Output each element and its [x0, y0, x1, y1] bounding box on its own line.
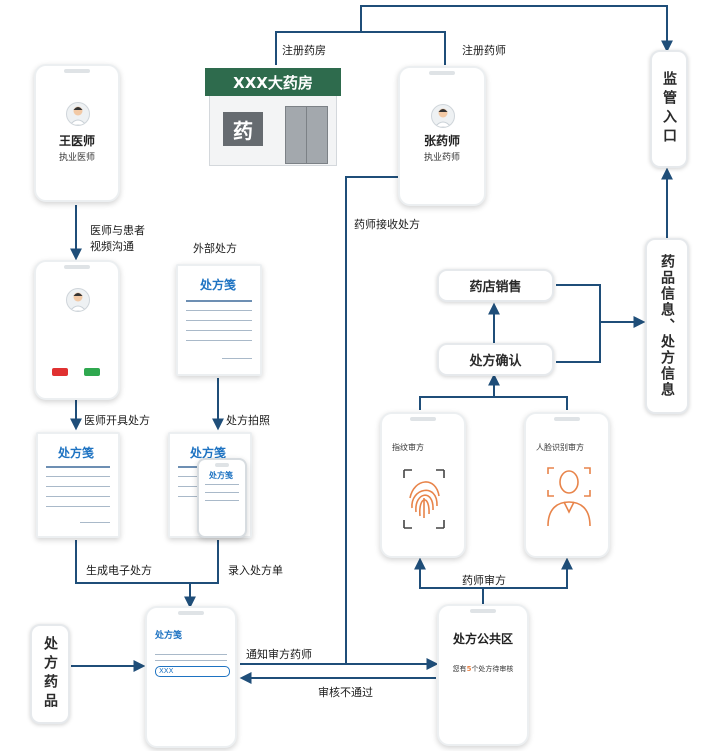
regulator-entry-text: 监管入口: [661, 71, 677, 147]
external-rx-paper: 处方笺: [176, 264, 262, 376]
label-enter-rx: 录入处方单: [228, 564, 283, 577]
store-sales-box[interactable]: 药店销售: [437, 269, 554, 302]
rx-confirm-text: 处方确认: [469, 354, 522, 369]
doctor-title: 执业医师: [58, 153, 95, 163]
pharmacist-phone: 张药师 执业药师: [398, 66, 486, 206]
rx-line: [80, 522, 110, 523]
label-review-fail: 审核不通过: [318, 686, 373, 699]
store-badge-text: 药: [233, 118, 253, 143]
store-badge: 药: [223, 112, 263, 146]
store-door-left: [285, 106, 307, 164]
pharmacist-name: 张药师: [423, 134, 460, 148]
phone-speaker: [470, 609, 496, 613]
hangup-button[interactable]: [52, 368, 68, 376]
face-review-phone: 人脸识别审方: [524, 412, 610, 558]
rx-line: [186, 300, 252, 302]
camera-phone: 处方笺: [197, 458, 247, 538]
entry-rx-title: 处方笺: [155, 631, 183, 641]
pharmacist-avatar: [431, 104, 455, 128]
rx-line: [46, 486, 110, 487]
rx-line: [205, 492, 239, 493]
phone-speaker: [178, 611, 204, 615]
label-register-pharmacist: 注册药师: [462, 44, 506, 57]
label-doctor-issue: 医师开具处方: [84, 414, 150, 427]
drug-info-box: 药品信息、处方信息: [645, 238, 689, 414]
rx-line: [186, 340, 252, 341]
fingerprint-title: 指纹审方: [392, 443, 424, 452]
pending-notice: 您有5个处方待审核: [439, 664, 527, 674]
pharmacist-title: 执业药师: [423, 153, 460, 163]
fingerprint-icon: [403, 469, 445, 529]
pending-prefix: 您有: [452, 665, 467, 673]
store-sign-text: XXX大药房: [233, 73, 313, 92]
store-sign: XXX大药房: [205, 68, 341, 96]
rx-confirm-box[interactable]: 处方确认: [437, 343, 554, 376]
regulator-entry-box[interactable]: 监管入口: [650, 50, 688, 168]
rx-line: [46, 476, 110, 477]
rx-title: 处方笺: [190, 446, 227, 460]
phone-speaker: [429, 71, 455, 75]
rx-line: [186, 330, 252, 331]
drug-info-text: 药品信息、处方信息: [659, 254, 675, 398]
rx-line: [205, 500, 239, 501]
label-rx-photo: 处方拍照: [226, 414, 270, 427]
label-pharmacist-review: 药师审方: [462, 574, 506, 587]
store-sales-text: 药店销售: [469, 280, 522, 295]
doctor-name: 王医师: [58, 134, 95, 148]
rx-line: [46, 496, 110, 497]
phone-speaker: [64, 265, 90, 269]
label-video-call-1: 医师与患者: [90, 224, 145, 237]
rx-line: [222, 358, 252, 359]
label-register-store: 注册药房: [282, 44, 326, 57]
label-notify-pharmacist: 通知审方药师: [246, 648, 312, 661]
rx-line: [155, 654, 227, 655]
doctor-avatar: [66, 102, 90, 126]
face-title: 人脸识别审方: [536, 443, 584, 452]
fingerprint-review-phone: 指纹审方: [380, 412, 466, 558]
label-generate-erx: 生成电子处方: [86, 564, 152, 577]
doctor-phone: 王医师 执业医师: [34, 64, 120, 202]
label-external-rx: 外部处方: [193, 242, 237, 255]
phone-speaker: [215, 463, 229, 467]
issued-rx-paper: 处方笺: [36, 432, 120, 538]
rx-title: 处方笺: [58, 446, 95, 460]
pending-count: 5: [466, 665, 472, 673]
label-video-call-2: 视频沟通: [90, 240, 134, 253]
rx-line: [186, 320, 252, 321]
rx-entry-field[interactable]: XXX: [155, 666, 230, 677]
public-area-phone: 处方公共区 您有5个处方待审核: [437, 604, 529, 746]
pending-suffix: 个处方待审核: [471, 665, 514, 673]
pharmacy-store: XXX大药房 药: [205, 68, 341, 166]
rx-line: [178, 486, 208, 487]
face-recognition-icon: [547, 467, 591, 527]
rx-line: [205, 484, 239, 485]
rx-entry-field-text: XXX: [159, 667, 174, 675]
phone-speaker: [554, 417, 580, 421]
rx-line: [186, 310, 252, 311]
public-area-title: 处方公共区: [452, 632, 513, 646]
camera-rx-title: 处方笺: [209, 471, 233, 480]
video-avatar: [66, 288, 90, 312]
rx-line: [46, 466, 110, 468]
phone-speaker: [64, 69, 90, 73]
store-door-right: [306, 106, 328, 164]
rx-line: [155, 660, 227, 661]
label-pharmacist-receive: 药师接收处方: [354, 218, 420, 231]
rx-entry-phone: 处方笺 XXX: [145, 606, 237, 748]
rx-line: [46, 506, 110, 507]
video-call-phone: [34, 260, 120, 400]
rx-title: 处方笺: [200, 278, 237, 292]
phone-speaker: [410, 417, 436, 421]
rx-line: [178, 496, 208, 497]
rx-drug-text: 处方药品: [42, 636, 58, 712]
video-button[interactable]: [84, 368, 100, 376]
rx-drug-box: 处方药品: [30, 624, 70, 724]
